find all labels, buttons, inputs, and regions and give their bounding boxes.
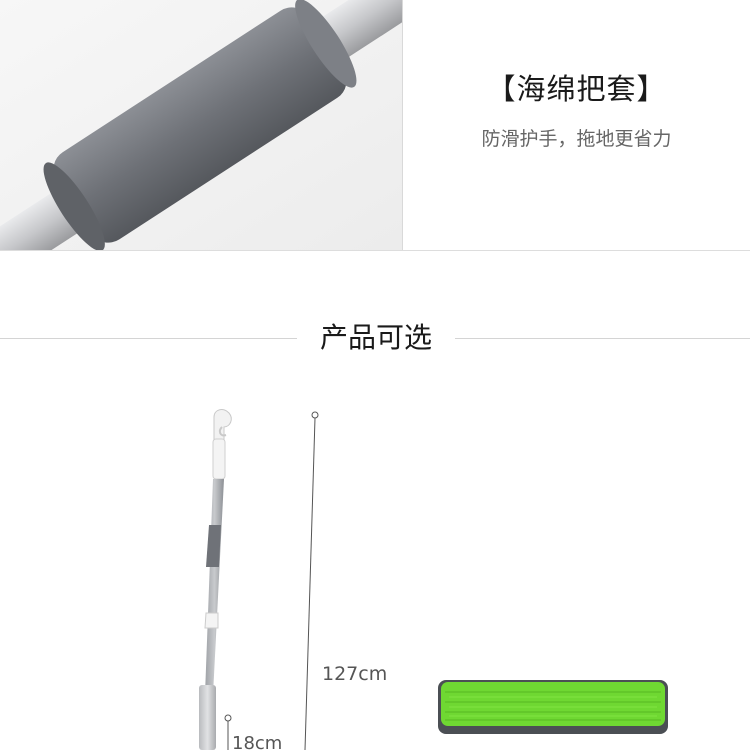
feature-subtitle: 防滑护手，拖地更省力 bbox=[481, 128, 672, 150]
mop-pad-image bbox=[438, 680, 668, 734]
width-dimension-label: 18cm bbox=[232, 733, 283, 754]
foam-handle-grip-photo bbox=[0, 0, 402, 251]
section-line-right bbox=[455, 338, 750, 339]
green-microfiber-pad bbox=[437, 678, 669, 736]
hero-divider bbox=[402, 0, 403, 251]
section-line-left bbox=[0, 338, 297, 339]
foam-grip-image bbox=[0, 0, 402, 251]
feature-title: 【海绵把套】 bbox=[486, 72, 667, 106]
section-title: 产品可选 bbox=[319, 321, 432, 354]
section-header: 产品可选 bbox=[0, 310, 750, 366]
spray-mop-illustration bbox=[199, 409, 319, 750]
hero-bottom-divider bbox=[0, 250, 750, 251]
product-options: 127cm 18cm bbox=[0, 395, 750, 754]
feature-banner: 【海绵把套】 防滑护手，拖地更省力 bbox=[0, 0, 750, 251]
height-dimension-label: 127cm bbox=[322, 663, 388, 685]
